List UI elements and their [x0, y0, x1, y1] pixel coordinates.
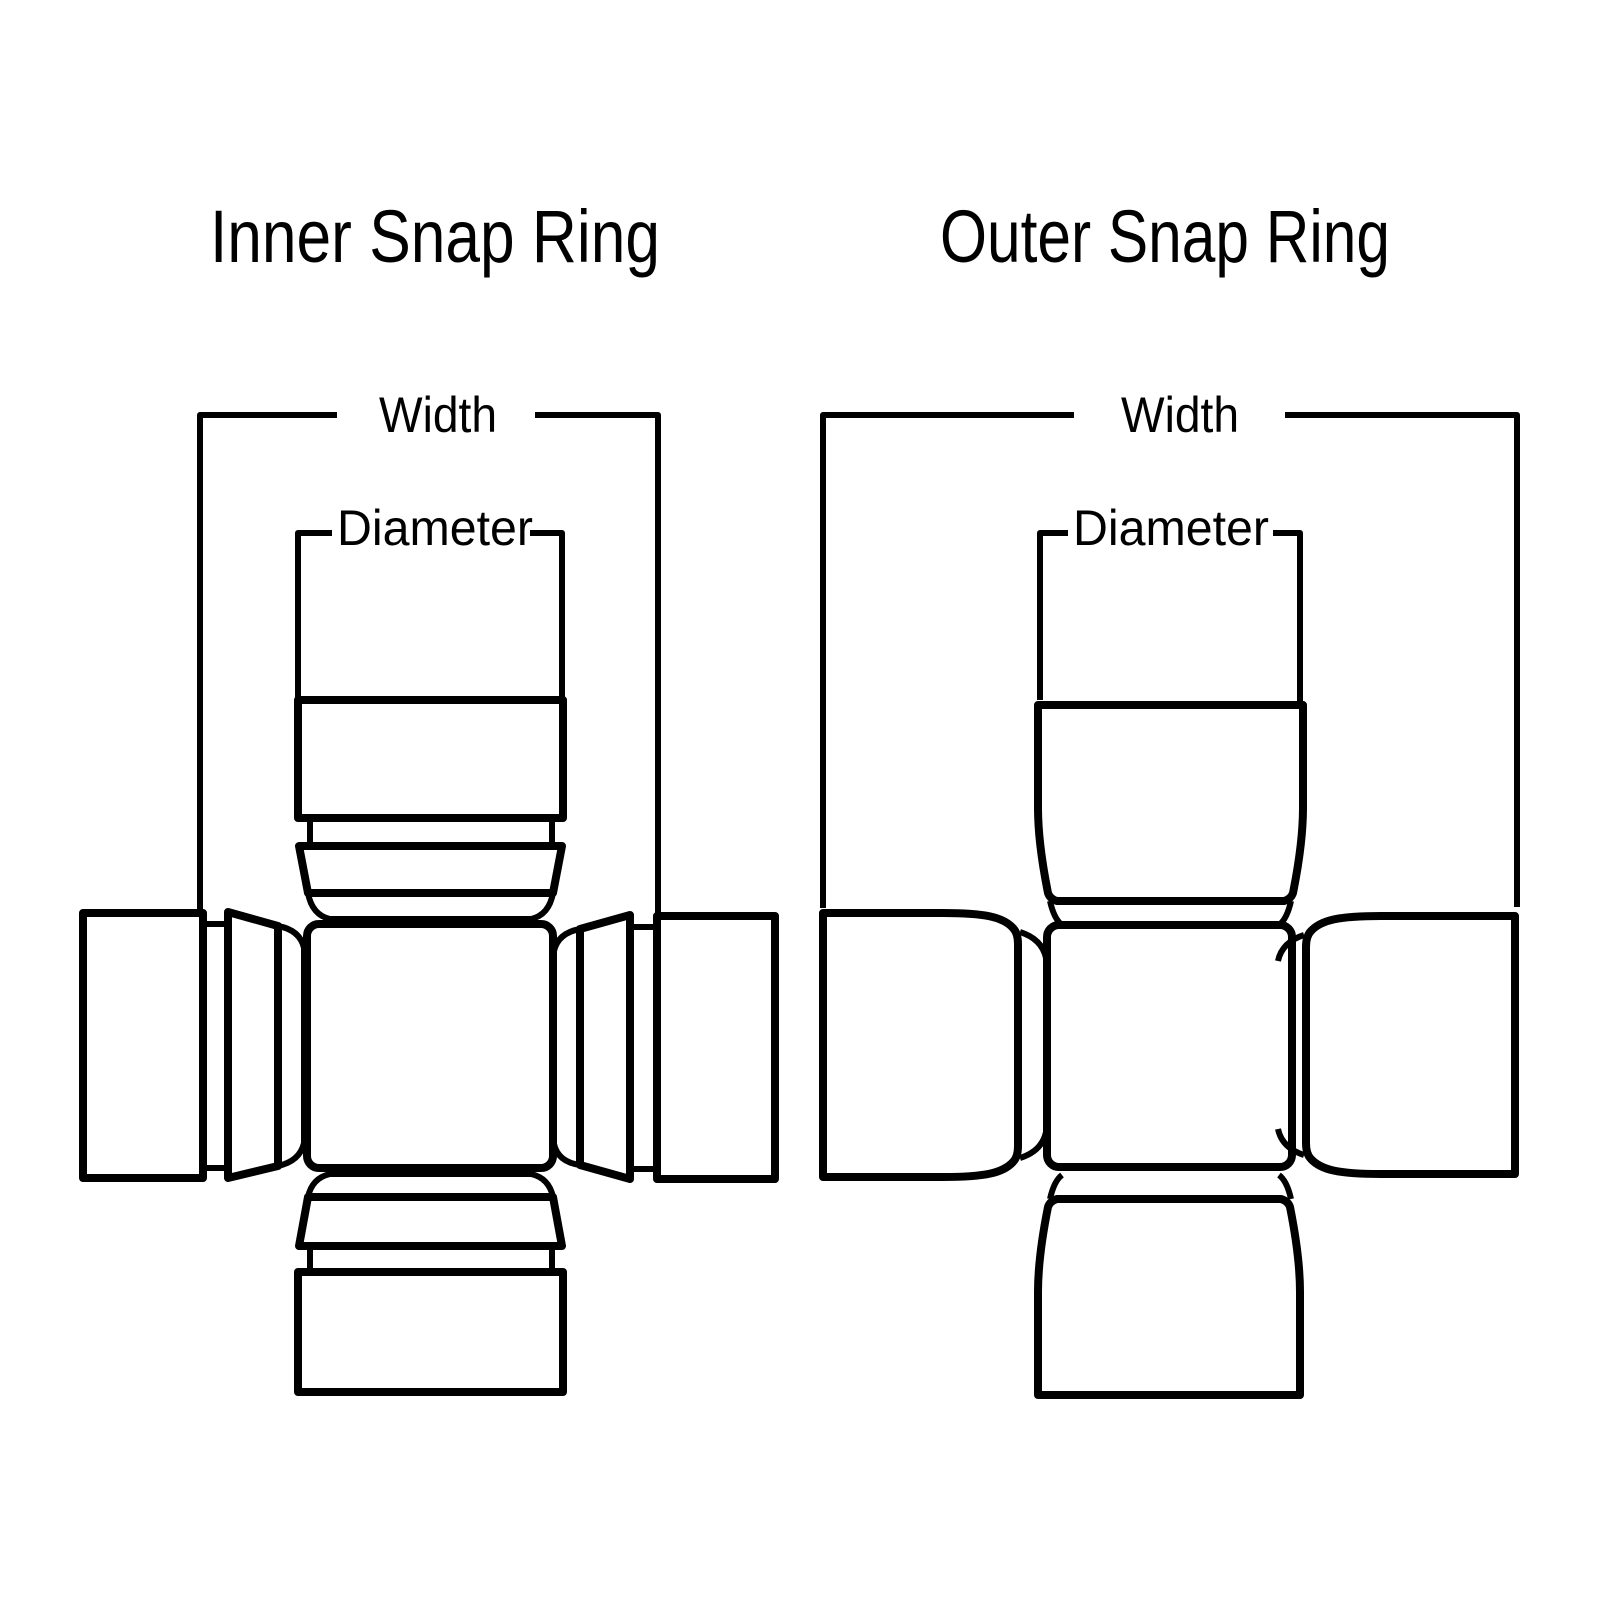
outer-ujoint-drawing [819, 701, 1519, 1399]
inner-left-arm [79, 908, 307, 1182]
outer-diameter-dimension: Diameter [1037, 500, 1303, 701]
inner-width-bracket-right [535, 412, 661, 914]
inner-bottom-arm [294, 1171, 567, 1396]
inner-left-snap-ring [224, 908, 282, 1182]
outer-top-arm [1034, 701, 1307, 928]
inner-right-seat [551, 926, 581, 1168]
outer-left-bearing-cap [819, 909, 1022, 1181]
outer-width-label: Width [1121, 387, 1239, 443]
outer-top-bearing-cap [1034, 701, 1307, 905]
inner-diameter-bracket-left [295, 530, 332, 698]
outer-diameter-bracket-right [1273, 530, 1303, 701]
inner-right-bearing-cap [653, 912, 779, 1183]
inner-snap-ring-figure: Inner Snap Ring Width Diameter [79, 195, 779, 1396]
outer-bottom-bearing-cap [1034, 1195, 1304, 1399]
outer-top-seat [1047, 900, 1294, 928]
outer-left-arm [819, 909, 1049, 1181]
inner-diameter-label: Diameter [337, 500, 533, 556]
outer-diameter-bracket-left [1037, 530, 1068, 700]
inner-bottom-snap-ring [295, 1193, 566, 1250]
inner-top-snap-ring [295, 842, 566, 897]
outer-left-seat [1018, 929, 1049, 1161]
inner-left-bearing-cap [79, 909, 207, 1182]
outer-right-bearing-cap [1302, 912, 1519, 1178]
outer-width-bracket-right [1285, 412, 1520, 907]
inner-right-snap-ring [576, 911, 634, 1183]
inner-diameter-bracket-right [530, 530, 565, 700]
inner-top-arm [294, 696, 567, 922]
outer-right-seat [1275, 932, 1306, 1158]
inner-bottom-bearing-cap [294, 1268, 567, 1396]
outer-center-body [1043, 921, 1296, 1171]
outer-diameter-label: Diameter [1073, 500, 1269, 556]
inner-top-bearing-cap [294, 696, 567, 822]
inner-left-seat [277, 923, 307, 1169]
inner-right-neck-groove [630, 924, 657, 1172]
inner-width-bracket-left [197, 412, 337, 911]
inner-ujoint-drawing [79, 696, 779, 1396]
inner-bottom-seat [305, 1171, 556, 1198]
outer-snap-ring-figure: Outer Snap Ring Width Diameter [819, 195, 1520, 1399]
inner-right-arm [551, 911, 779, 1183]
outer-bottom-seat [1047, 1172, 1294, 1200]
inner-diameter-dimension: Diameter [295, 500, 565, 700]
inner-bottom-neck-groove [307, 1248, 555, 1271]
inner-top-seat [305, 892, 556, 922]
inner-width-dimension: Width [197, 387, 661, 914]
outer-width-dimension: Width [820, 387, 1520, 908]
outer-figure-title: Outer Snap Ring [940, 195, 1390, 278]
inner-width-label: Width [379, 387, 497, 443]
outer-bottom-arm [1034, 1172, 1304, 1399]
outer-width-bracket-left [820, 412, 1074, 908]
inner-figure-title: Inner Snap Ring [210, 195, 660, 278]
inner-left-neck-groove [203, 921, 228, 1171]
inner-center-body [303, 920, 557, 1172]
outer-right-arm [1275, 912, 1519, 1178]
